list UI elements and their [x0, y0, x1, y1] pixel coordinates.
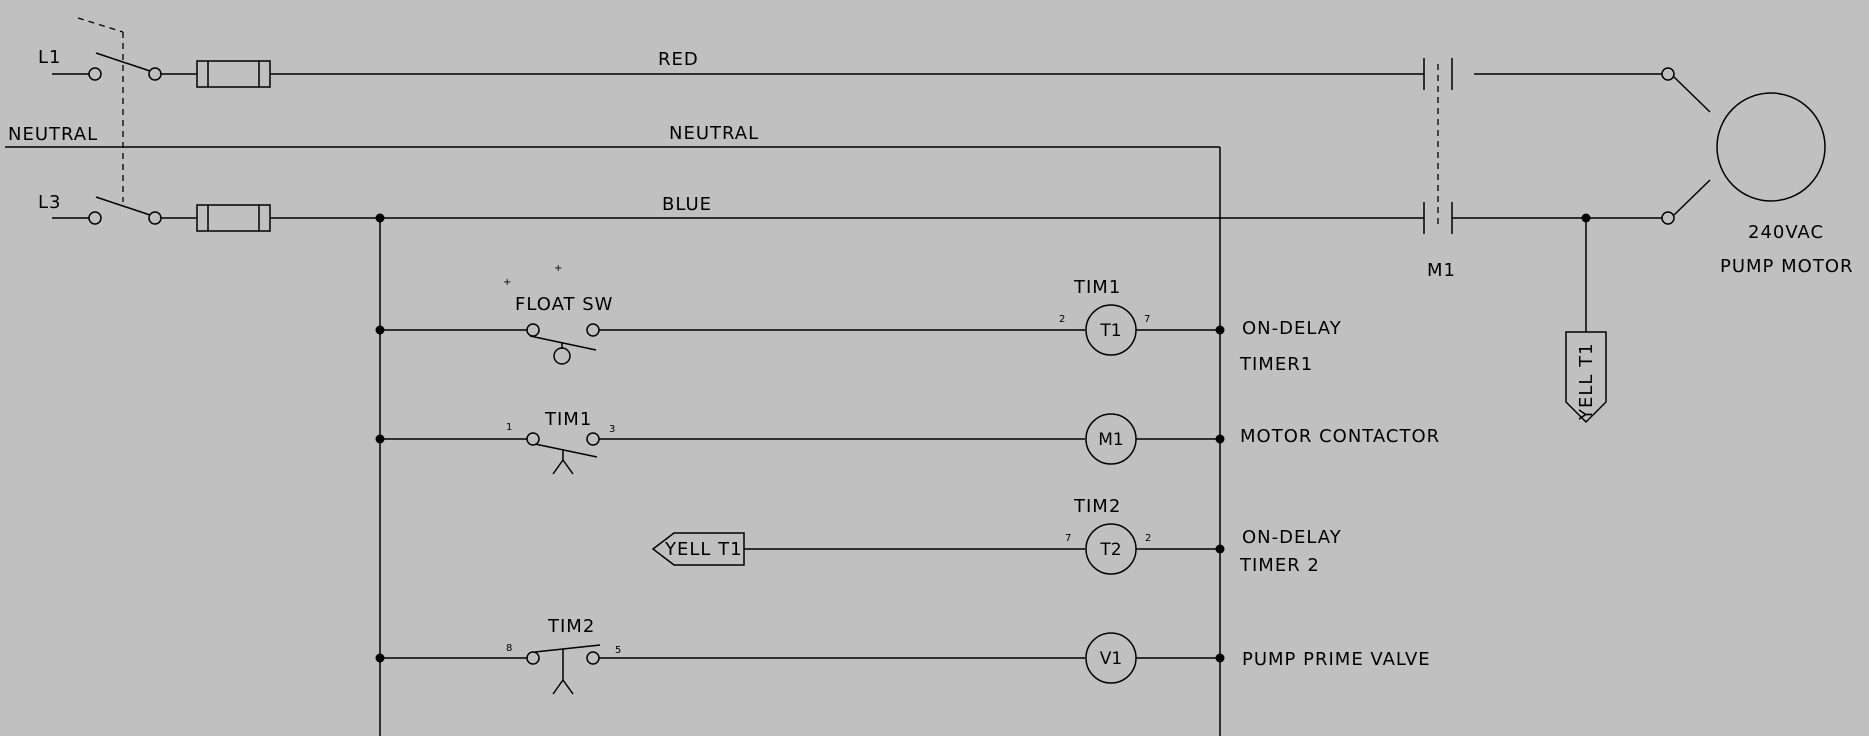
rung4-desc: PUMP PRIME VALVE: [1242, 649, 1431, 670]
svg-text:+: +: [503, 277, 511, 288]
tim1-contact-label: TIM1: [544, 409, 592, 430]
rung3-desc-2: TIMER 2: [1239, 555, 1320, 576]
tim2-pin-out: 5: [615, 645, 621, 656]
coil-t1: T1: [1099, 321, 1121, 341]
label-neutral-mid: NEUTRAL: [669, 123, 759, 144]
rung1-desc-2: TIMER1: [1239, 354, 1313, 375]
rung-2: [380, 413, 1220, 475]
disconnect-switch: [52, 17, 162, 225]
rung3-desc-1: ON-DELAY: [1242, 527, 1342, 548]
fuse-l3: [161, 204, 271, 232]
coil-v1: V1: [1100, 649, 1122, 669]
supply-wires: [5, 73, 1662, 736]
m1-contact-label: M1: [1427, 260, 1456, 281]
rung-3: [651, 523, 1220, 575]
offpage-label-left: YELL T1: [664, 539, 743, 560]
coil-m1: M1: [1098, 430, 1123, 450]
motor-voltage: 240VAC: [1748, 222, 1824, 243]
fuse-l1: [161, 60, 271, 88]
label-l1: L1: [38, 47, 61, 68]
tim1-pin-out: 3: [609, 424, 615, 435]
float-switch-label: FLOAT SW: [515, 294, 613, 315]
label-blue: BLUE: [662, 194, 712, 215]
offpage-connector-right: [1565, 218, 1607, 424]
tim2-coil-ref: TIM2: [1073, 496, 1121, 517]
t1-pin-out: 7: [1144, 314, 1150, 325]
pump-motor: [1661, 67, 1826, 225]
t2-pin-out: 2: [1145, 533, 1151, 544]
rung-1: + +: [380, 263, 1220, 365]
rung1-desc-1: ON-DELAY: [1242, 318, 1342, 339]
m1-main-contacts: [1423, 58, 1453, 234]
rung2-desc: MOTOR CONTACTOR: [1240, 426, 1440, 447]
tim2-pin-in: 8: [506, 643, 512, 654]
tim2-contact-label: TIM2: [547, 616, 595, 637]
t2-pin-in: 7: [1065, 533, 1071, 544]
rail-nodes: [375, 325, 1225, 663]
tim1-pin-in: 1: [506, 422, 512, 433]
t1-pin-in: 2: [1059, 314, 1065, 325]
label-red: RED: [658, 49, 699, 70]
label-neutral-left: NEUTRAL: [8, 124, 98, 145]
svg-text:+: +: [554, 263, 562, 274]
rung-4: [380, 632, 1220, 695]
tim1-coil-ref: TIM1: [1073, 277, 1121, 298]
motor-name: PUMP MOTOR: [1720, 256, 1854, 277]
label-l3: L3: [38, 192, 61, 213]
coil-t2: T2: [1099, 540, 1121, 560]
offpage-label-right: YELL T1: [1576, 342, 1597, 421]
